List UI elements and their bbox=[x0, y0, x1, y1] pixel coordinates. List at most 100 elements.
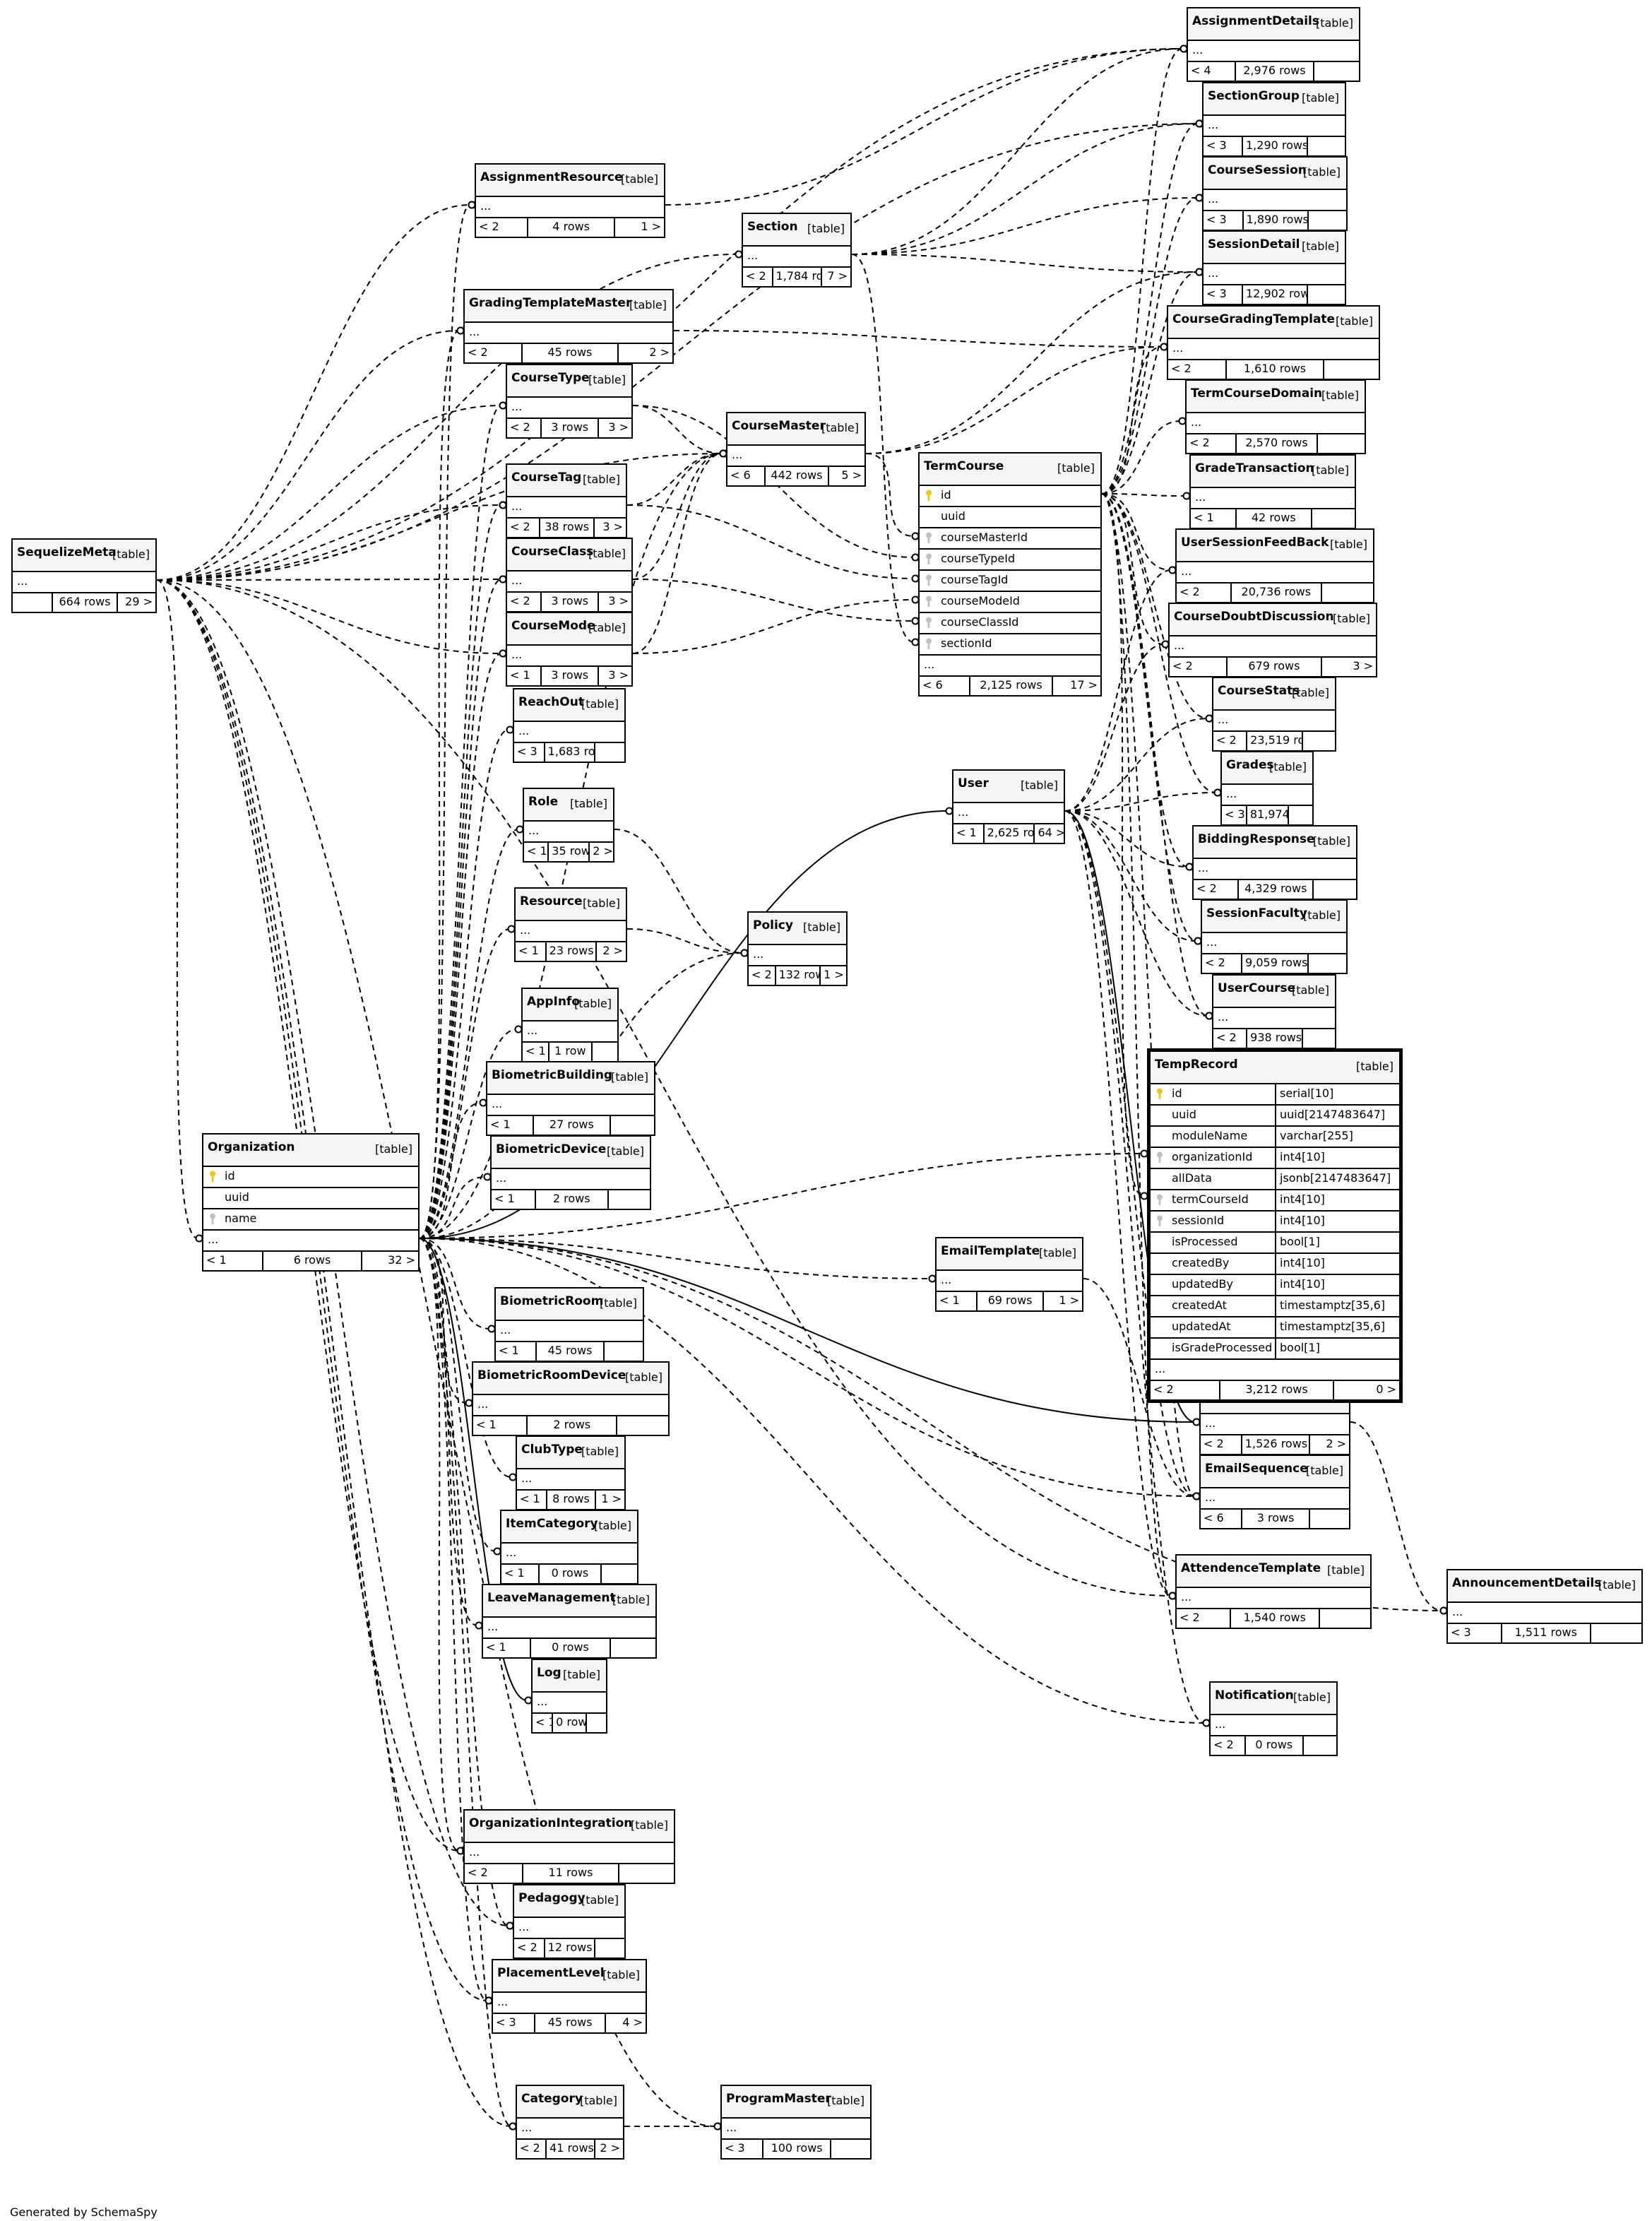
parent-count[interactable]: < 2 bbox=[507, 593, 542, 611]
more-columns-row[interactable]: ... bbox=[722, 2119, 870, 2140]
child-count[interactable] bbox=[617, 1416, 668, 1435]
table-header[interactable]: Category [table] bbox=[517, 2086, 623, 2119]
parent-count[interactable]: < 3 bbox=[1204, 211, 1244, 230]
parent-count[interactable]: < 1 bbox=[483, 1639, 532, 1657]
child-count[interactable]: 32 > bbox=[388, 1253, 415, 1267]
parent-count[interactable]: < 3 bbox=[1222, 806, 1247, 824]
relationship-line[interactable] bbox=[626, 928, 744, 954]
parent-count[interactable]: < 2 bbox=[507, 419, 542, 437]
more-columns-row[interactable]: ... bbox=[493, 1993, 646, 2014]
relationship-line[interactable] bbox=[626, 453, 723, 506]
relationship-line[interactable] bbox=[1064, 792, 1217, 812]
parent-count[interactable]: < 2 bbox=[517, 2140, 547, 2158]
parent-count[interactable]: < 1 bbox=[517, 1491, 547, 1509]
relationship-line[interactable] bbox=[1101, 48, 1183, 494]
relationship-line[interactable] bbox=[156, 405, 502, 581]
child-count[interactable]: 4 > bbox=[622, 2015, 643, 2029]
child-count[interactable] bbox=[1304, 1736, 1336, 1755]
more-columns-row[interactable]: ... bbox=[937, 1271, 1082, 1292]
child-count[interactable]: 64 > bbox=[1038, 826, 1064, 839]
more-columns-row[interactable]: ... bbox=[920, 656, 1100, 677]
more-columns-row[interactable]: ... bbox=[483, 1618, 655, 1639]
relationship-line[interactable] bbox=[419, 405, 502, 1239]
table-header[interactable]: Policy [table] bbox=[749, 913, 846, 945]
more-columns-row[interactable]: ... bbox=[514, 1918, 624, 1939]
parent-count[interactable]: < 1 bbox=[492, 1190, 536, 1209]
table-course-stats[interactable]: CourseStats [table]... < 2 23,519 rows bbox=[1212, 677, 1336, 752]
relationship-line[interactable] bbox=[1101, 493, 1186, 497]
more-columns-row[interactable]: ... bbox=[953, 803, 1064, 824]
more-columns-row[interactable]: ... bbox=[524, 822, 613, 843]
relationship-line[interactable] bbox=[632, 453, 723, 654]
relationship-line[interactable] bbox=[156, 579, 1172, 1597]
parent-count[interactable]: < 6 bbox=[1201, 1510, 1242, 1528]
table-header[interactable]: CourseDoubtDiscussion [table] bbox=[1170, 604, 1376, 636]
child-count[interactable]: 1 > bbox=[824, 968, 844, 981]
parent-count[interactable]: < 3 bbox=[514, 743, 545, 762]
more-columns-row[interactable]: ... bbox=[1222, 785, 1312, 806]
table-header[interactable]: AttendenceTemplate [table] bbox=[1177, 1556, 1370, 1588]
relationship-line[interactable] bbox=[419, 579, 502, 1239]
child-count[interactable] bbox=[609, 1190, 650, 1209]
child-count[interactable] bbox=[1312, 509, 1355, 528]
more-columns-row[interactable]: ... bbox=[1151, 1360, 1399, 1381]
table-announcement-details[interactable]: AnnouncementDetails [table]... < 3 1,511… bbox=[1446, 1569, 1643, 1644]
relationship-line[interactable] bbox=[419, 829, 519, 1239]
more-columns-row[interactable]: ... bbox=[1448, 1603, 1641, 1624]
more-columns-row[interactable]: ... bbox=[507, 571, 631, 593]
table-header[interactable]: CourseClass [table] bbox=[507, 539, 631, 571]
child-count[interactable]: 7 > bbox=[827, 269, 848, 283]
table-header[interactable]: TempRecord [table] bbox=[1151, 1052, 1399, 1084]
parent-count[interactable]: < 2 bbox=[1177, 1609, 1231, 1628]
relationship-line[interactable] bbox=[1064, 810, 1206, 1724]
relationship-line[interactable] bbox=[156, 579, 502, 654]
table-header[interactable]: AssignmentResource [table] bbox=[476, 165, 664, 197]
table-header[interactable]: AssignmentDetails [table] bbox=[1188, 8, 1359, 41]
relationship-line[interactable] bbox=[665, 48, 1183, 206]
more-columns-row[interactable]: ... bbox=[501, 1544, 637, 1565]
child-count[interactable] bbox=[1309, 211, 1346, 230]
table-organization-integration[interactable]: OrganizationIntegration [table]... < 2 1… bbox=[463, 1809, 675, 1884]
child-count[interactable]: 2 > bbox=[600, 2141, 620, 2155]
child-count[interactable] bbox=[1308, 285, 1345, 304]
table-header[interactable]: CourseTag [table] bbox=[507, 465, 626, 497]
relationship-line[interactable] bbox=[419, 1238, 512, 2127]
more-columns-row[interactable]: ... bbox=[514, 722, 624, 743]
more-columns-row[interactable]: ... bbox=[743, 247, 850, 268]
table-header[interactable]: ProgramMaster [table] bbox=[722, 2086, 870, 2119]
table-email-template[interactable]: EmailTemplate [table]... < 1 69 rows 1 > bbox=[935, 1237, 1083, 1312]
table-temp-record[interactable]: TempRecord [table] id serial[10] uuid uu… bbox=[1147, 1048, 1403, 1403]
table-user[interactable]: User [table]... < 1 2,625 rows 64 > bbox=[952, 769, 1065, 844]
column-row[interactable]: uuid bbox=[203, 1188, 418, 1209]
relationship-line[interactable] bbox=[1064, 810, 1189, 867]
table-attendence-template[interactable]: AttendenceTemplate [table]... < 2 1,540 … bbox=[1175, 1554, 1372, 1629]
relationship-line[interactable] bbox=[419, 1238, 491, 1329]
relationship-line[interactable] bbox=[614, 829, 744, 954]
parent-count[interactable]: < 1 bbox=[487, 1116, 535, 1135]
child-count[interactable] bbox=[1289, 806, 1312, 824]
child-count[interactable] bbox=[605, 1342, 643, 1361]
child-count[interactable] bbox=[1318, 434, 1365, 453]
column-row[interactable]: courseClassId bbox=[920, 613, 1100, 634]
relationship-line[interactable] bbox=[1350, 1421, 1443, 1611]
child-count[interactable]: 2 > bbox=[649, 345, 670, 359]
table-header[interactable]: EmailSequence [table] bbox=[1201, 1456, 1349, 1488]
table-header[interactable]: EmailTemplate [table] bbox=[937, 1238, 1082, 1271]
more-columns-row[interactable]: ... bbox=[1168, 339, 1379, 360]
parent-count[interactable]: < 2 bbox=[1177, 584, 1232, 602]
parent-count[interactable]: < 1 bbox=[501, 1565, 540, 1583]
child-count[interactable] bbox=[1322, 584, 1373, 602]
column-row[interactable]: organizationId int4[10] bbox=[1151, 1148, 1399, 1169]
column-row[interactable]: sessionId int4[10] bbox=[1151, 1212, 1399, 1233]
column-row[interactable]: isProcessed bool[1] bbox=[1151, 1233, 1399, 1254]
relationship-line[interactable] bbox=[156, 330, 460, 581]
table-course-grading-template[interactable]: CourseGradingTemplate [table]... < 2 1,6… bbox=[1167, 305, 1380, 380]
table-header[interactable]: SequelizeMeta [table] bbox=[13, 540, 155, 572]
table-header[interactable]: BiometricRoomDevice [table] bbox=[473, 1363, 668, 1395]
parent-count[interactable]: < 1 bbox=[507, 667, 542, 685]
child-count[interactable] bbox=[1320, 1609, 1370, 1628]
relationship-line[interactable] bbox=[851, 48, 1183, 255]
table-club-type[interactable]: ClubType [table]... < 1 8 rows 1 > bbox=[516, 1435, 626, 1510]
relationship-line[interactable] bbox=[1064, 810, 1208, 1017]
more-columns-row[interactable]: ... bbox=[1201, 1414, 1349, 1435]
